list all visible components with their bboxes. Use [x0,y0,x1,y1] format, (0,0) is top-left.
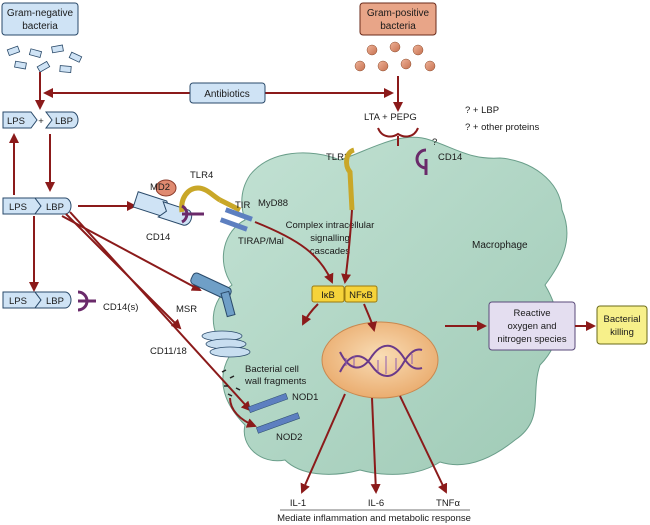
nod2-label: NOD2 [276,432,302,443]
myd88-label: MyD88 [258,198,288,209]
cd1118-receptor [201,330,251,358]
svg-text:Bacterial: Bacterial [604,314,641,325]
gram-positive-label-2: bacteria [380,21,416,32]
gram-negative-label-2: bacteria [22,21,58,32]
nfkb-box [344,285,378,303]
md2-label: MD2 [150,182,170,193]
gram-negative-bacteria-icons [6,44,83,73]
svg-text:NFκB: NFκB [349,290,373,301]
antibiotics-label: Antibiotics [204,89,250,100]
svg-text:LBP: LBP [46,202,64,213]
footer-label: Mediate inflammation and metabolic respo… [277,513,471,524]
svg-text:+: + [38,116,44,127]
gram-negative-label: Gram-negative [7,8,74,19]
fragments-icon [221,369,241,397]
gram-positive-label: Gram-positive [367,8,430,19]
cascade-label-3: cascades [310,246,350,257]
lbp-note: ? + LBP [465,105,499,116]
lps-lbp-complex: LPS LBP [2,197,72,215]
svg-text:killing: killing [610,327,634,338]
fragments-label: Bacterial cell [245,364,299,375]
il6-label: IL-6 [368,498,384,509]
nucleus [321,321,439,399]
question-mark: ? [432,137,437,148]
macrophage-cell [212,136,568,475]
cd14s-label: CD14(s) [103,302,138,313]
nod1 [247,393,289,413]
other-proteins-note: ? + other proteins [465,122,539,133]
gram-negative-box [1,2,79,36]
svg-text:nitrogen species: nitrogen species [497,334,566,345]
svg-text:LBP: LBP [55,116,73,127]
lps-lbp-cd14s: LPS LBP [2,290,96,312]
dna-icon [339,344,423,377]
tir-label: TIR [235,200,250,211]
msr-label: MSR [176,304,197,315]
tlr4-complex [132,179,253,232]
cd1118-label: CD11/18 [150,346,187,357]
lps-lbp-separate: LPS + LBP [2,111,79,129]
ikb-box [311,285,345,303]
tlr2-label: TLR2 [326,152,349,163]
tnf-label: TNFα [436,498,460,509]
lta-pepg-label: LTA + PEPG [364,112,417,123]
msr-receptor [190,272,236,318]
cd14-label: CD14 [146,232,170,243]
tirap-label: TIRAP/Mal [238,236,284,247]
nod2 [255,412,301,434]
tlr2-receptor [344,147,356,211]
svg-text:Reactive: Reactive [514,308,551,319]
killing-box [596,305,648,345]
fragments-label-2: wall fragments [244,376,306,387]
macrophage-label: Macrophage [472,240,528,251]
gram-positive-bacteria-icons [354,41,436,72]
cascade-label: Complex intracellular [286,220,375,231]
cd14-right-label: CD14 [438,152,462,163]
svg-text:LPS: LPS [9,202,27,213]
svg-text:LPS: LPS [9,296,27,307]
nod1-label: NOD1 [292,392,318,403]
cascade-label-2: signalling [310,233,350,244]
gram-positive-box [359,2,437,36]
antibiotics-box [189,82,266,104]
svg-text:IκB: IκB [321,290,335,301]
svg-text:LBP: LBP [46,296,64,307]
svg-text:oxygen and: oxygen and [507,321,556,332]
svg-text:LPS: LPS [7,116,25,127]
il1-label: IL-1 [290,498,306,509]
tlr4-label: TLR4 [190,170,213,181]
